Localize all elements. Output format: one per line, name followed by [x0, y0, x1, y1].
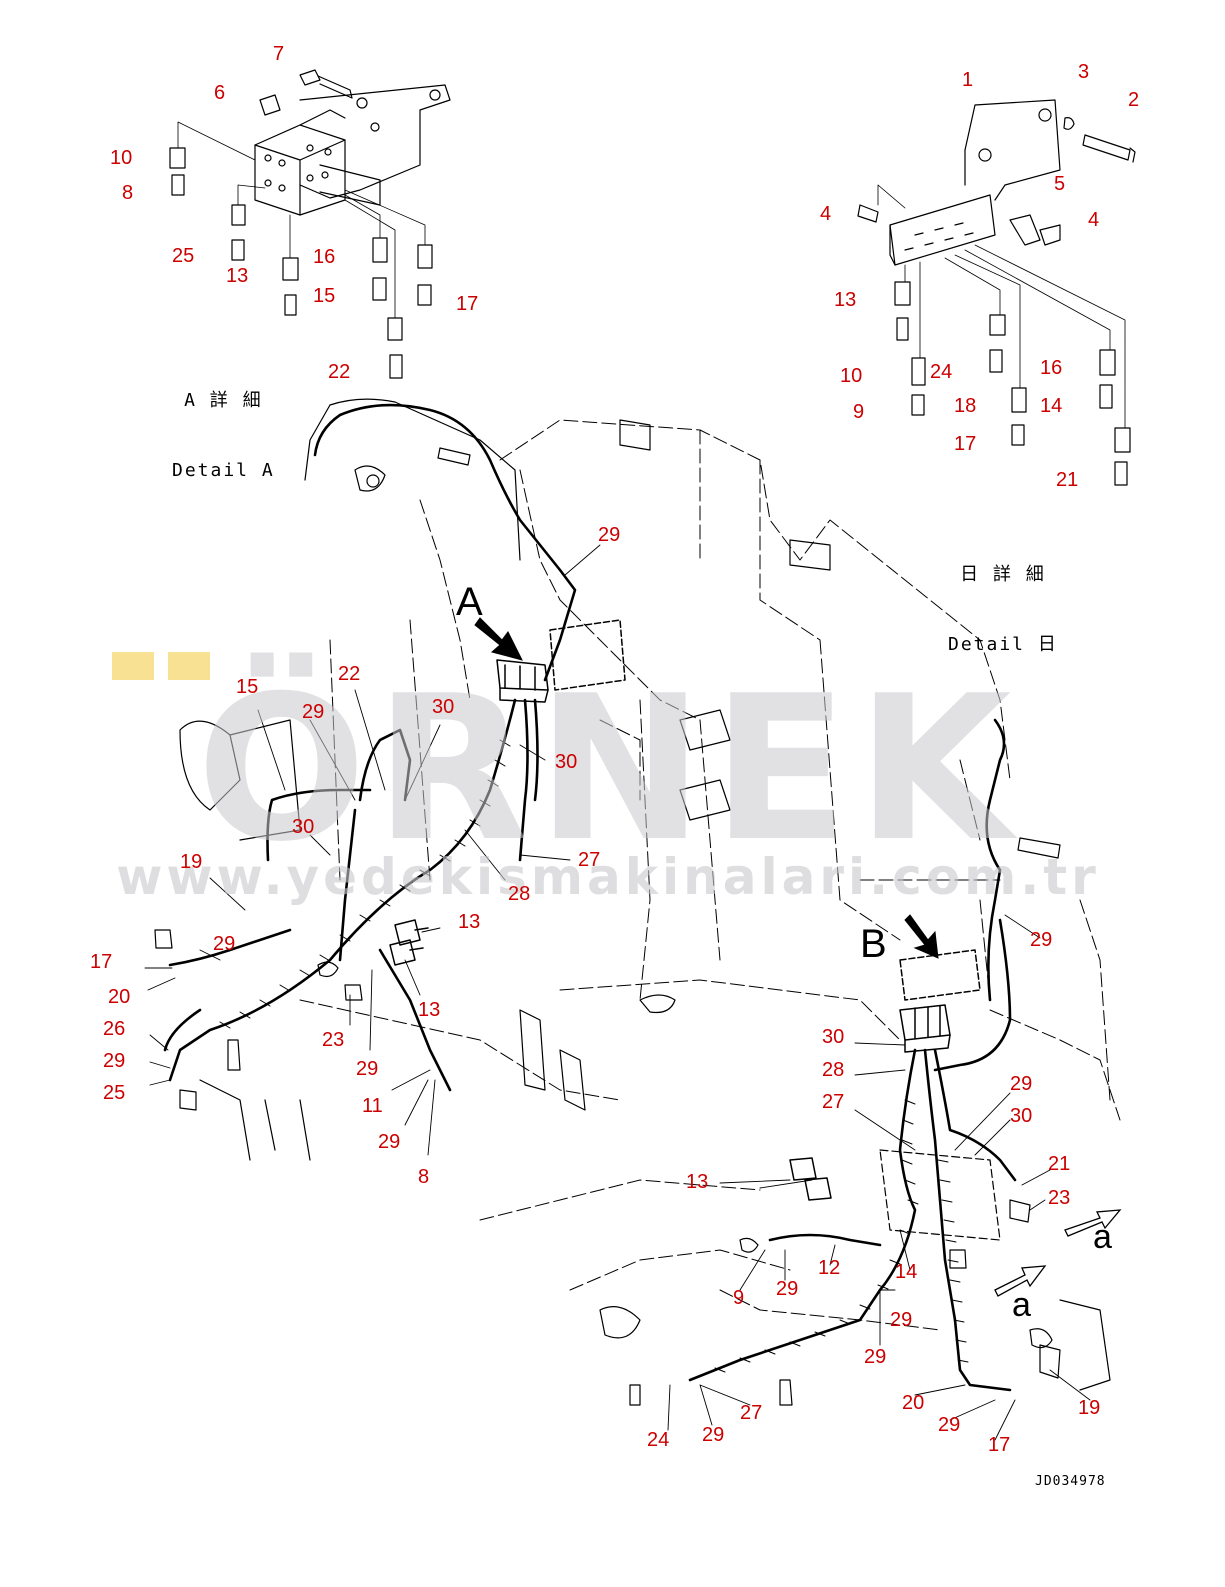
callout-c17[interactable]: 13: [834, 289, 857, 311]
callout-c11[interactable]: 1: [962, 69, 974, 91]
view-marker-a-lower-2: a: [1012, 1286, 1031, 1324]
callout-c58[interactable]: 12: [818, 1257, 841, 1279]
callout-c03[interactable]: 10: [110, 147, 133, 169]
callout-c68[interactable]: 27: [740, 1402, 763, 1424]
callout-c04[interactable]: 8: [122, 182, 134, 204]
callout-c22[interactable]: 18: [954, 395, 977, 417]
drawing-id: JD034978: [1035, 1474, 1106, 1489]
callout-c21[interactable]: 9: [853, 401, 865, 423]
view-marker-b: B: [860, 922, 887, 966]
detail-a-caption: A 詳 細 Detail A: [172, 342, 275, 529]
callout-c63[interactable]: 29: [864, 1346, 887, 1368]
detail-b-caption-en: Detail 日: [948, 633, 1058, 655]
callout-c26[interactable]: 29: [598, 524, 621, 546]
callout-c08[interactable]: 15: [313, 285, 336, 307]
callout-c55[interactable]: 21: [1048, 1153, 1071, 1175]
detail-b-caption-jp: 日 詳 細: [960, 563, 1046, 585]
callout-c24[interactable]: 17: [954, 433, 977, 455]
detail-b-leader-lines: [877, 184, 1126, 429]
callout-c43[interactable]: 25: [103, 1082, 126, 1104]
detail-b-assembly: [857, 99, 1136, 486]
frame-fittings: [154, 447, 1061, 1406]
callout-c59[interactable]: 14: [895, 1261, 918, 1283]
callout-c23[interactable]: 14: [1040, 395, 1063, 417]
callout-c41[interactable]: 26: [103, 1018, 126, 1040]
callout-c36[interactable]: 29: [213, 933, 236, 955]
callout-c14[interactable]: 4: [820, 203, 832, 225]
callout-c28[interactable]: 29: [302, 701, 325, 723]
frame-structure: [299, 419, 1121, 1331]
callout-c18[interactable]: 10: [840, 365, 863, 387]
callout-c35[interactable]: 19: [180, 851, 203, 873]
callout-c09[interactable]: 17: [456, 293, 479, 315]
watermark-text: ÖRNEK: [196, 653, 1020, 886]
callout-c15[interactable]: 5: [1054, 173, 1066, 195]
callout-c50[interactable]: 30: [822, 1026, 845, 1048]
callout-c46[interactable]: 11: [362, 1095, 383, 1117]
callout-c53[interactable]: 29: [1010, 1073, 1033, 1095]
callout-c48[interactable]: 8: [418, 1166, 430, 1188]
callout-c27[interactable]: 15: [236, 676, 259, 698]
frame-outline: [179, 398, 1111, 1391]
watermark-dot-left: [112, 652, 154, 680]
callout-c44[interactable]: 23: [322, 1029, 345, 1051]
callout-c40[interactable]: 13: [418, 999, 441, 1021]
callout-c12[interactable]: 3: [1078, 61, 1090, 83]
view-marker-a-lower-1: a: [1093, 1218, 1112, 1256]
callout-c01[interactable]: 7: [273, 43, 285, 65]
callout-c05[interactable]: 25: [172, 245, 195, 267]
callout-c67[interactable]: 17: [988, 1434, 1011, 1456]
frame-connectors: [496, 619, 981, 1053]
callout-c70[interactable]: 29: [702, 1424, 725, 1446]
callout-c25[interactable]: 21: [1056, 469, 1079, 491]
callout-c62[interactable]: 29: [890, 1309, 913, 1331]
callout-c61[interactable]: 29: [776, 1278, 799, 1300]
callout-c60[interactable]: 9: [733, 1287, 745, 1309]
callout-c07[interactable]: 16: [313, 246, 336, 268]
callout-c02[interactable]: 6: [214, 82, 226, 104]
callout-c13[interactable]: 2: [1128, 89, 1140, 111]
callout-c16[interactable]: 4: [1088, 209, 1100, 231]
callout-c34[interactable]: 28: [508, 883, 531, 905]
callout-c30[interactable]: 30: [432, 696, 455, 718]
callout-c49[interactable]: 29: [1030, 929, 1053, 951]
callout-c51[interactable]: 28: [822, 1059, 845, 1081]
callout-c69[interactable]: 24: [647, 1429, 670, 1451]
callout-c19[interactable]: 24: [930, 361, 953, 383]
detail-b-caption: 日 詳 細 Detail 日: [948, 516, 1058, 703]
callout-c65[interactable]: 29: [938, 1414, 961, 1436]
harness-wraps: [219, 739, 969, 1373]
watermark-url: www.yedekismakinalari.com.tr: [116, 848, 1100, 906]
callout-c54[interactable]: 30: [1010, 1105, 1033, 1127]
detail-a-assembly: [169, 69, 451, 379]
detail-a-leader-lines: [177, 121, 426, 319]
callout-c32[interactable]: 30: [292, 816, 315, 838]
view-marker-a: A: [456, 580, 483, 624]
callout-c39[interactable]: 13: [458, 911, 481, 933]
callout-c57[interactable]: 13: [686, 1171, 709, 1193]
callout-c38[interactable]: 20: [108, 986, 131, 1008]
callout-c33[interactable]: 27: [578, 849, 601, 871]
callout-c37[interactable]: 17: [90, 951, 113, 973]
callout-leaders: [144, 544, 1091, 1441]
detail-a-caption-jp: A 詳 細: [184, 389, 263, 411]
callout-c66[interactable]: 19: [1078, 1397, 1101, 1419]
callout-c64[interactable]: 20: [902, 1392, 925, 1414]
callout-c52[interactable]: 27: [822, 1091, 845, 1113]
callout-c47[interactable]: 29: [378, 1131, 401, 1153]
callout-c31[interactable]: 30: [555, 751, 578, 773]
view-arrows: [474, 617, 1122, 1297]
pressure-switches: [389, 919, 832, 1201]
callout-c56[interactable]: 23: [1048, 1187, 1071, 1209]
callout-c42[interactable]: 29: [103, 1050, 126, 1072]
callout-c45[interactable]: 29: [356, 1058, 379, 1080]
callout-c06[interactable]: 13: [226, 265, 249, 287]
watermark-dot-right: [168, 652, 210, 680]
callout-c10[interactable]: 22: [328, 361, 351, 383]
callout-c29[interactable]: 22: [338, 663, 361, 685]
detail-a-caption-en: Detail A: [172, 459, 275, 481]
callout-c20[interactable]: 16: [1040, 357, 1063, 379]
